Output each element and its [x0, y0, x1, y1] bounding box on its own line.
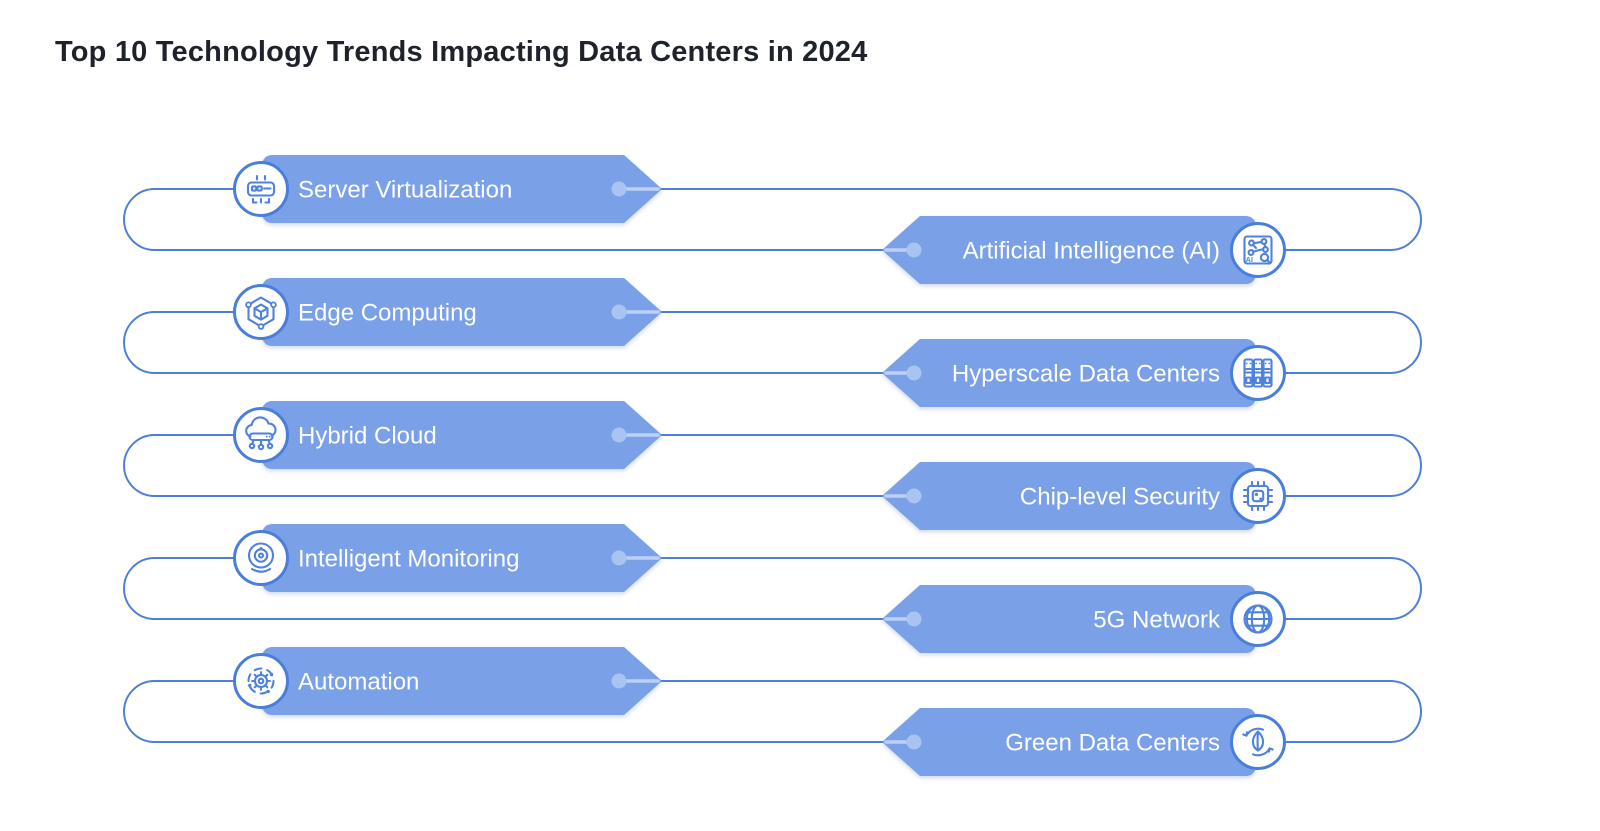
trend-pair-4: Intelligent Monitoring 5G Network	[123, 524, 1422, 653]
trend-label: Hyperscale Data Centers	[952, 361, 1220, 388]
trend-label: Intelligent Monitoring	[298, 546, 519, 573]
trend-item-left: Automation	[233, 647, 662, 715]
connector-loop	[123, 557, 1422, 620]
connector-dot	[906, 734, 922, 750]
trend-item-right: Green Data Centers	[882, 708, 1286, 776]
trend-label: 5G Network	[1093, 607, 1221, 634]
trend-pair-1: Server Virtualization Artificial Intelli…	[123, 155, 1422, 284]
connector-dot	[611, 550, 627, 566]
trend-label: Automation	[298, 669, 419, 696]
trend-item-right: 5G Network	[882, 585, 1286, 653]
connector-dot	[611, 304, 627, 320]
icon-circle	[233, 653, 289, 709]
trend-item-right: Artificial Intelligence (AI)	[882, 216, 1286, 284]
connector-loop	[123, 434, 1422, 497]
trend-item-left: Hybrid Cloud	[233, 401, 662, 469]
connector-dot	[906, 242, 922, 258]
trend-pair-5: Automation Green Data Centers	[123, 647, 1422, 776]
trend-item-left: Edge Computing	[233, 278, 662, 346]
trend-pair-2: Edge Computing Hyperscale Data Centers	[123, 278, 1422, 407]
connector-dot	[611, 181, 627, 197]
trend-pair-3: Hybrid Cloud Chip-level Security	[123, 401, 1422, 530]
connector-dot	[611, 427, 627, 443]
trend-label: Server Virtualization	[298, 177, 512, 204]
trend-item-right: Chip-level Security	[882, 462, 1286, 530]
connector-loop	[123, 680, 1422, 743]
trend-item-left: Intelligent Monitoring	[233, 524, 662, 592]
icon-circle	[1230, 468, 1286, 524]
trend-item-left: Server Virtualization	[233, 155, 662, 223]
trend-label: Artificial Intelligence (AI)	[963, 238, 1220, 265]
connector-dot	[906, 611, 922, 627]
connector-loop	[123, 188, 1422, 251]
page-title: Top 10 Technology Trends Impacting Data …	[55, 36, 868, 68]
connector-dot	[906, 365, 922, 381]
connector-dot	[906, 488, 922, 504]
connector-loop	[123, 311, 1422, 374]
trend-label: Hybrid Cloud	[298, 423, 437, 450]
trend-label: Green Data Centers	[1005, 730, 1220, 757]
icon-circle	[233, 407, 289, 463]
trend-label: Chip-level Security	[1020, 484, 1220, 511]
connector-dot	[611, 673, 627, 689]
trend-item-right: Hyperscale Data Centers	[882, 339, 1286, 407]
trend-label: Edge Computing	[298, 300, 477, 327]
